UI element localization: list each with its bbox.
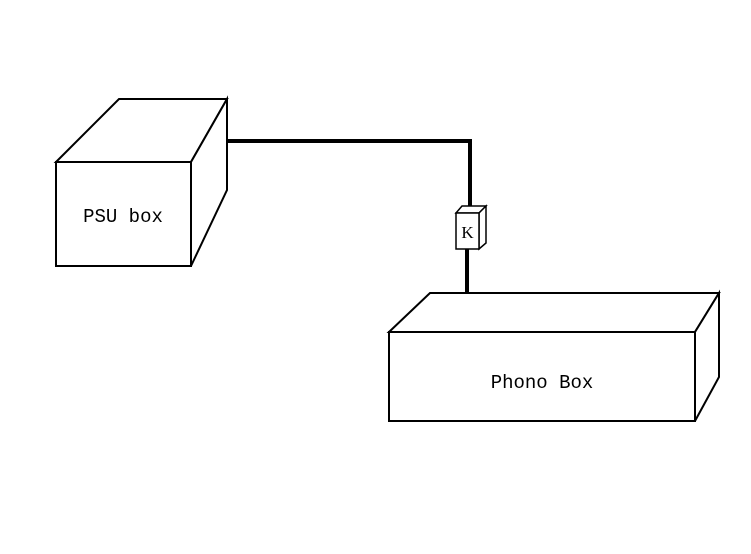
- psu-box-front-face: [55, 161, 192, 267]
- phono-box-top-face: [386, 292, 721, 333]
- connector-k: K: [454, 204, 488, 251]
- connector-label: K: [461, 223, 474, 242]
- phono-box: Phono Box: [386, 289, 721, 422]
- psu-box-label: PSU box: [83, 206, 163, 228]
- connector-front-face: [455, 212, 480, 250]
- psu-cable: [227, 139, 472, 206]
- phono-box-front-face: [388, 331, 696, 422]
- psu-box: PSU box: [53, 95, 229, 267]
- connector-side-face: [478, 204, 487, 251]
- phono-box-label: Phono Box: [491, 372, 594, 394]
